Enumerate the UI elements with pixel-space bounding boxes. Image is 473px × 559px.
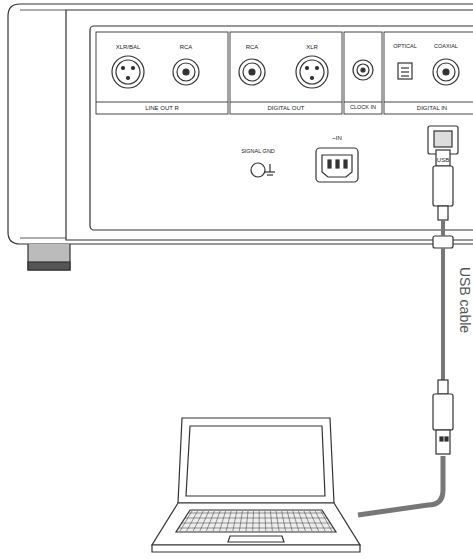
laptop — [152, 418, 360, 552]
optical-jack — [398, 63, 412, 79]
xlr-jack — [296, 56, 328, 88]
port-label: ~IN — [332, 135, 342, 141]
ac-inlet — [316, 148, 358, 182]
ground-terminal — [251, 163, 275, 177]
group-label: DIGITAL IN — [417, 105, 447, 111]
group-label: LINE OUT R — [145, 105, 179, 111]
port-label: USB — [437, 157, 449, 163]
panel-inset — [90, 26, 473, 230]
port-label: XLR — [306, 44, 318, 50]
usb-cable — [358, 456, 443, 515]
port-label: SIGNAL GND — [241, 149, 275, 155]
group-label: DIGITAL OUT — [267, 105, 304, 111]
rear-panel — [66, 10, 473, 240]
port-label: XLR/BAL — [116, 44, 141, 50]
coaxial-jack — [433, 59, 459, 85]
device-body — [8, 4, 473, 244]
usb-cable — [441, 220, 445, 380]
foot — [28, 244, 70, 270]
connector-groups — [96, 32, 473, 114]
bnc-jack — [353, 60, 373, 80]
port-label: RCA — [246, 44, 259, 50]
xlr-jack — [112, 56, 144, 88]
rca-jack — [173, 59, 199, 85]
rca-jack — [239, 59, 265, 85]
port-label: COAXIAL — [434, 44, 458, 50]
cable-label: USB cable — [458, 267, 472, 333]
keyboard-keys — [179, 511, 333, 531]
port-label: OPTICAL — [393, 44, 417, 50]
usb-a-plug — [433, 380, 453, 454]
group-label: CLOCK IN — [350, 105, 376, 111]
port-label: RCA — [180, 44, 193, 50]
